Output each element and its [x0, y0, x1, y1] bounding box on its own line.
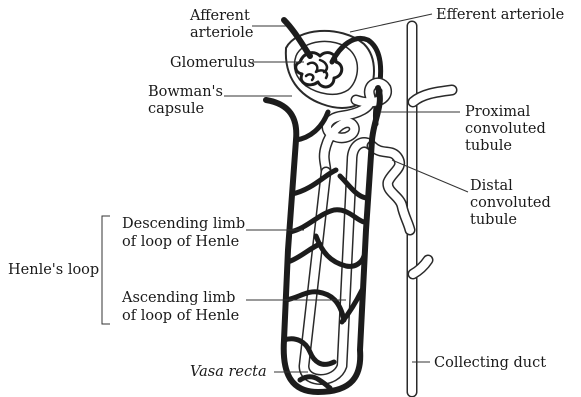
proximal-tubule-label: Proximal convoluted tubule [465, 104, 550, 154]
descending-limb-label: Descending limb of loop of Henle [122, 216, 250, 250]
distal-tubule-drawing [372, 146, 410, 230]
collecting-duct-label: Collecting duct [434, 355, 546, 371]
ascending-limb-label: Ascending limb of loop of Henle [121, 290, 240, 324]
collecting-duct-drawing [412, 26, 452, 392]
henles-loop-label: Henle's loop [8, 262, 99, 278]
glomerulus-label: Glomerulus [170, 55, 255, 71]
vasa-recta-label: Vasa recta [190, 364, 267, 380]
distal-tubule-label: Distal convoluted tubule [470, 178, 555, 228]
bowmans-capsule-label: Bowman's capsule [148, 84, 228, 117]
afferent-arteriole-label: Afferent arteriole [189, 8, 254, 41]
efferent-arteriole-label: Efferent arteriole [436, 7, 564, 23]
